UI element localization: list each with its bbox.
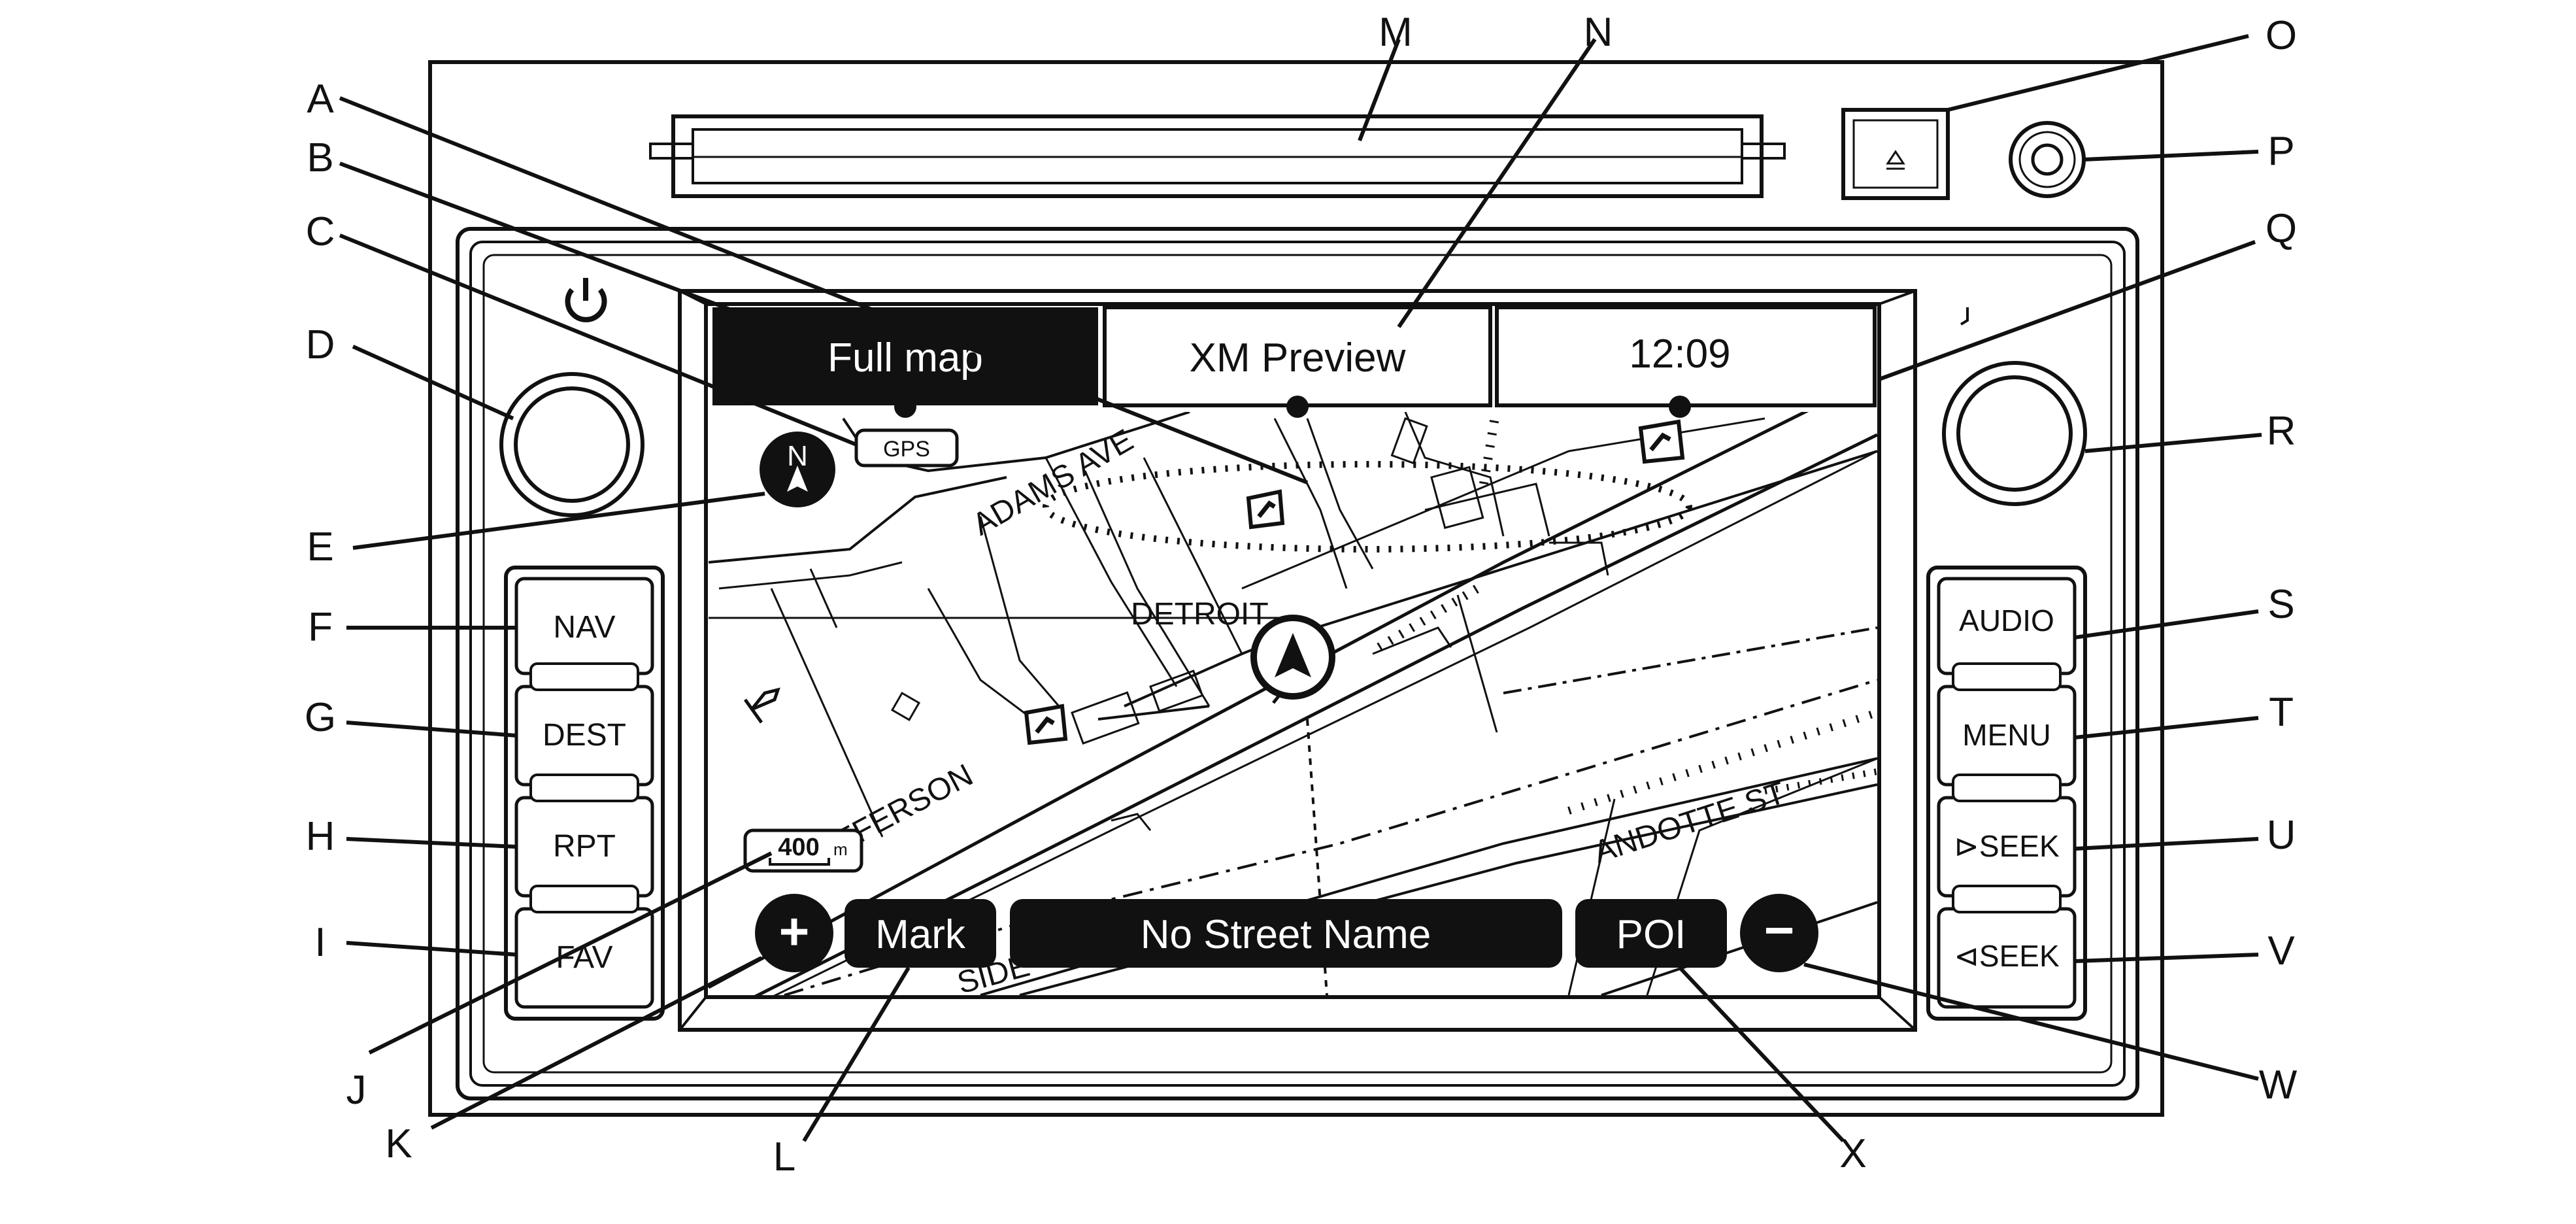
- map-view[interactable]: ADAMS AVE DETROIT JEFFERSON ANDOTTE ST S…: [709, 376, 1877, 1020]
- svg-text:12:09: 12:09: [1629, 332, 1730, 377]
- svg-text:XM Preview: XM Preview: [1190, 335, 1406, 381]
- svg-text:+: +: [779, 902, 810, 960]
- callout-h: H: [306, 814, 335, 859]
- map-label-adams: ADAMS AVE: [967, 423, 1139, 543]
- gps-badge: GPS: [854, 428, 959, 468]
- seek-back-button[interactable]: ⊲SEEK: [1937, 907, 2077, 1009]
- svg-text:RPT: RPT: [553, 829, 616, 864]
- svg-text:Mark: Mark: [875, 912, 966, 957]
- phone-poi-icon[interactable]: [1246, 489, 1285, 530]
- tune-knob[interactable]: [1942, 307, 2087, 506]
- svg-text:−: −: [1764, 901, 1795, 959]
- callout-k: K: [385, 1121, 412, 1166]
- callout-l: L: [773, 1134, 795, 1180]
- map-scale: 400 m: [743, 828, 863, 873]
- aux-input-jack[interactable]: [2009, 121, 2086, 198]
- svg-text:POI: POI: [1616, 912, 1686, 957]
- svg-text:⊲SEEK: ⊲SEEK: [1954, 939, 2060, 973]
- street-highlight-ellipse: [1043, 461, 1692, 552]
- callout-t: T: [2269, 690, 2294, 735]
- zoom-out-button[interactable]: −: [1740, 894, 1818, 972]
- bottom-control-bar: + Mark No Street Name POI −: [755, 894, 1818, 972]
- callout-j: J: [346, 1068, 367, 1113]
- mark-button[interactable]: Mark: [845, 899, 996, 968]
- menu-button[interactable]: MENU: [1937, 685, 2077, 787]
- eject-icon: [1886, 150, 1905, 170]
- power-icon: [565, 278, 607, 322]
- eject-button[interactable]: [1841, 108, 1950, 200]
- street-name-bar: No Street Name: [1010, 899, 1562, 968]
- callout-x: X: [1839, 1131, 1866, 1176]
- svg-text:Full map: Full map: [828, 335, 983, 381]
- svg-text:m: m: [833, 840, 848, 859]
- volume-power-knob[interactable]: [499, 372, 644, 517]
- callout-w: W: [2259, 1062, 2298, 1108]
- svg-text:400: 400: [778, 834, 819, 861]
- cd-slot[interactable]: [649, 114, 1786, 198]
- callout-p: P: [2267, 129, 2294, 174]
- map-label-wyandotte: ANDOTTE ST: [1590, 775, 1790, 870]
- callout-s: S: [2267, 582, 2294, 627]
- left-button-column: NAV DEST RPT FAV: [504, 566, 665, 1021]
- tab-xm-preview[interactable]: XM Preview: [1103, 305, 1492, 407]
- callout-u: U: [2267, 813, 2296, 858]
- svg-text:GPS: GPS: [883, 437, 930, 462]
- map-label-detroit: DETROIT: [1131, 597, 1269, 632]
- svg-text:DEST: DEST: [543, 718, 626, 753]
- rpt-button[interactable]: RPT: [514, 796, 654, 898]
- clock-display: 12:09: [1495, 305, 1877, 407]
- zoom-in-button[interactable]: +: [755, 894, 833, 972]
- north-compass-icon[interactable]: N: [760, 432, 835, 507]
- touch-screen: [678, 289, 1917, 1032]
- poi-button[interactable]: POI: [1575, 899, 1727, 968]
- svg-text:NAV: NAV: [553, 610, 615, 645]
- callout-m: M: [1379, 10, 1413, 55]
- top-tab-bar: Full map XM Preview 12:09: [712, 305, 1877, 407]
- callout-a: A: [307, 76, 334, 122]
- tab-full-map[interactable]: Full map: [712, 307, 1098, 405]
- vehicle-position-icon: [1250, 615, 1335, 704]
- svg-text:⊳SEEK: ⊳SEEK: [1954, 829, 2060, 863]
- callout-r: R: [2267, 409, 2296, 454]
- seek-forward-button[interactable]: ⊳SEEK: [1937, 796, 2077, 898]
- callout-e: E: [307, 524, 333, 570]
- callout-i: I: [314, 920, 326, 965]
- callout-n: N: [1584, 10, 1613, 55]
- pushpin-icon: [743, 687, 780, 724]
- callout-leader-lines: [339, 34, 2262, 1143]
- callout-o: O: [2266, 13, 2297, 58]
- radio-bezel: [428, 60, 2164, 1117]
- callout-d: D: [306, 322, 335, 367]
- callout-q: Q: [2266, 206, 2297, 251]
- callout-g: G: [305, 695, 336, 740]
- callout-c: C: [306, 209, 335, 254]
- phone-poi-icon[interactable]: [1638, 419, 1685, 464]
- audio-button[interactable]: AUDIO: [1937, 577, 2077, 675]
- callout-f: F: [308, 605, 333, 650]
- svg-text:No Street Name: No Street Name: [1141, 912, 1431, 957]
- phone-poi-icon[interactable]: [1024, 704, 1068, 745]
- callout-labels: A B C D E F G H I J K L M N O P Q R S T …: [305, 10, 2298, 1180]
- callout-b: B: [307, 135, 333, 180]
- svg-text:MENU: MENU: [1962, 718, 2050, 752]
- right-button-column: AUDIO MENU ⊳SEEK ⊲SEEK: [1926, 566, 2087, 1021]
- svg-text:AUDIO: AUDIO: [1959, 604, 2054, 638]
- dest-button[interactable]: DEST: [514, 685, 654, 787]
- callout-v: V: [2267, 928, 2295, 974]
- nav-button[interactable]: NAV: [514, 577, 654, 675]
